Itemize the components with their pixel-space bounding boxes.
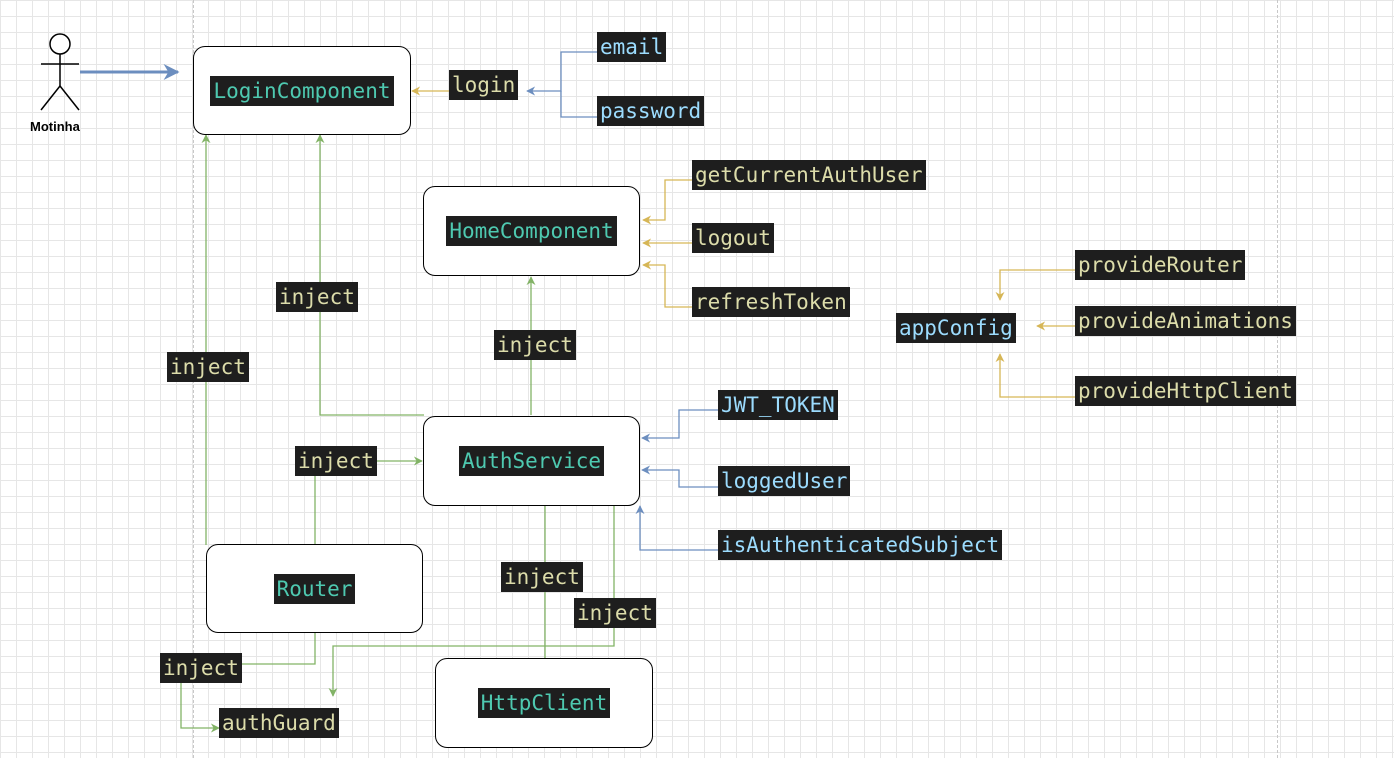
edge-refreshtoken-to-home [642, 260, 692, 308]
refresh-token-label[interactable]: refreshToken [692, 287, 850, 317]
provide-router-label[interactable]: provideRouter [1075, 250, 1246, 280]
logged-user-label[interactable]: loggedUser [718, 466, 851, 496]
edge-is-authenticated-to-authservice [635, 505, 718, 551]
router-label: Router [273, 573, 356, 604]
router-node[interactable]: Router [206, 544, 423, 633]
actor-name: Motinha [30, 119, 80, 134]
edge-logged-user-to-authservice [641, 465, 718, 488]
inject-label: inject [167, 352, 249, 382]
inject-label: inject [574, 598, 656, 628]
edge-authservice-inject-authguard [328, 506, 615, 697]
inject-label: inject [160, 653, 242, 683]
actor-figure [40, 33, 80, 111]
inject-label: inject [501, 562, 583, 592]
edge-authservice-inject-login [315, 134, 424, 416]
inject-label: inject [276, 282, 358, 312]
password-field-label[interactable]: password [597, 96, 705, 126]
auth-guard-label[interactable]: authGuard [219, 708, 339, 738]
edge-providehttpclient-to-appconfig [995, 353, 1075, 398]
inject-label: inject [295, 446, 377, 476]
http-client-label: HttpClient [477, 688, 611, 718]
get-current-auth-user-label[interactable]: getCurrentAuthUser [692, 160, 926, 190]
auth-service-label: AuthService [458, 446, 605, 476]
jwt-token-label[interactable]: JWT_TOKEN [718, 390, 838, 420]
edge-getcurrentauthuser-to-home [642, 179, 692, 225]
inject-label: inject [494, 330, 576, 360]
app-config-label[interactable]: appConfig [896, 313, 1016, 343]
http-client-node[interactable]: HttpClient [435, 658, 653, 748]
auth-service-node[interactable]: AuthService [423, 416, 640, 506]
provide-animations-label[interactable]: provideAnimations [1075, 306, 1296, 336]
login-component-node[interactable]: LoginComponent [193, 46, 411, 135]
login-method-label[interactable]: login [449, 70, 519, 100]
provide-http-client-label[interactable]: provideHttpClient [1075, 376, 1296, 406]
home-component-node[interactable]: HomeComponent [423, 186, 640, 276]
logout-method-label[interactable]: logout [692, 223, 774, 253]
edge-jwt-token-to-authservice [641, 409, 718, 443]
edge-providerouter-to-appconfig [995, 269, 1075, 301]
is-authenticated-subject-label[interactable]: isAuthenticatedSubject [718, 530, 1003, 560]
edge-password-to-login [560, 91, 597, 118]
login-component-label: LoginComponent [210, 75, 394, 106]
email-field-label[interactable]: email [597, 32, 667, 62]
edge-email-to-login [526, 51, 597, 96]
home-component-label: HomeComponent [446, 216, 617, 246]
